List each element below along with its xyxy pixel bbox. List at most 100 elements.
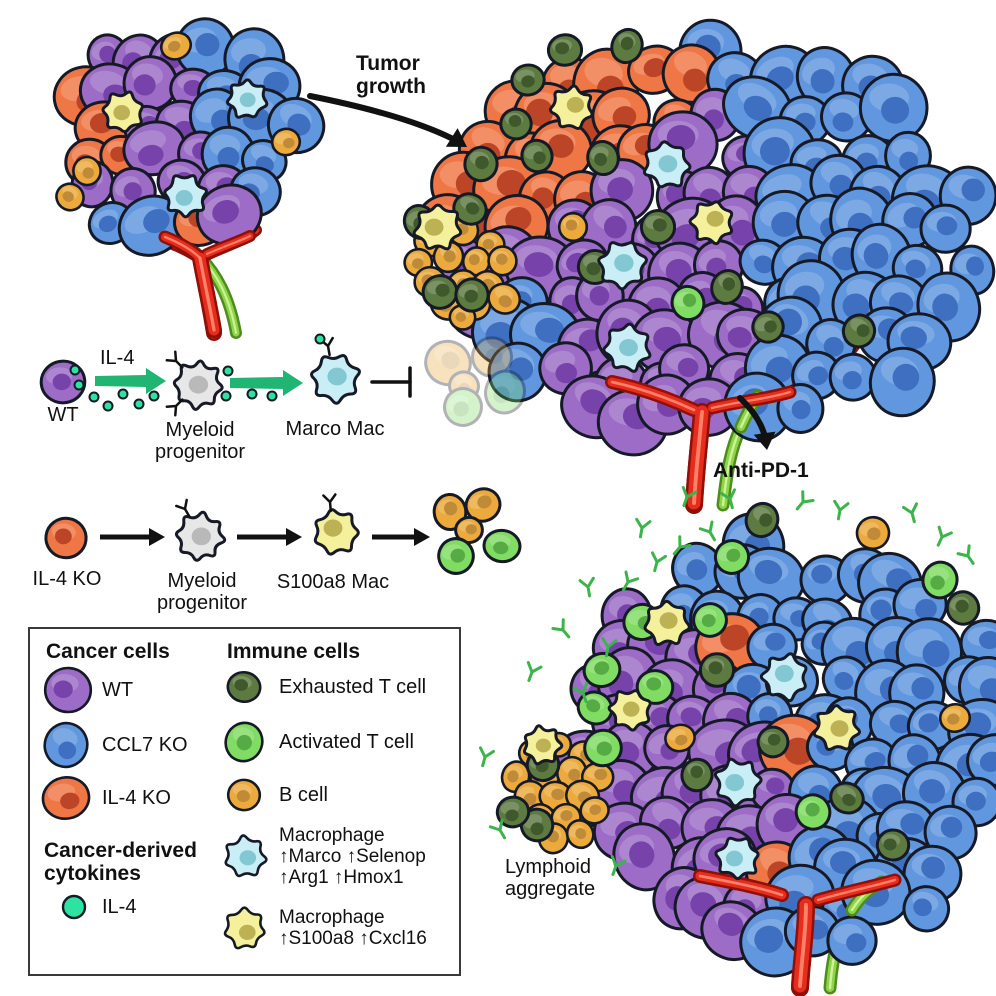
- legend-il4-icon: [61, 894, 87, 920]
- cell-ccl7: [959, 618, 996, 668]
- macrophage-s100a8-icon: [522, 724, 564, 766]
- exhausted-t-cell: [495, 795, 531, 829]
- receptor-icon: [322, 493, 337, 513]
- exhausted-t-cell: [751, 310, 785, 344]
- exhausted-t-cell: [756, 725, 790, 759]
- cell-ccl7: [174, 17, 236, 79]
- legend-exhausted-icon: [226, 670, 262, 704]
- b-cell: [487, 282, 522, 315]
- cell-ccl7: [826, 915, 878, 966]
- legend-label-macrophage-marco: Macrophage ↑Marco ↑Selenop ↑Arg1 ↑Hmox1: [279, 825, 426, 888]
- large-tumor: [402, 18, 996, 514]
- legend-title-cancer: Cancer cells: [46, 640, 170, 663]
- activated-t-cell: [794, 793, 832, 831]
- myeloid-progenitor-label-2: Myeloid progenitor: [156, 570, 248, 614]
- faded-b-cell: [448, 370, 480, 402]
- marco-mac-icon: [310, 353, 361, 405]
- antibody-icon: [551, 618, 571, 639]
- macrophage-marco-icon: [759, 652, 808, 703]
- exhausted-t-cell: [586, 139, 620, 177]
- legend-s100a8-icon: [223, 906, 266, 950]
- il4-cytokine-dot: [102, 400, 114, 412]
- exhausted-t-cell: [945, 590, 981, 626]
- s100a8-mac-label: S100a8 Mac: [276, 571, 390, 593]
- antibody-icon: [672, 535, 692, 556]
- exhausted-t-cell: [680, 757, 714, 793]
- exhausted-t-cell: [421, 274, 459, 310]
- legend-marco-icon: [224, 834, 268, 878]
- marco-mac-label: Marco Mac: [285, 418, 385, 440]
- inhibition-bar: [370, 366, 412, 398]
- exhausted-t-cell: [710, 269, 744, 305]
- receptor-icon: [165, 350, 184, 369]
- il4-cytokine-dot: [133, 398, 145, 410]
- cell-ccl7: [902, 885, 951, 933]
- cell-il4ko: [661, 43, 722, 104]
- wt-cell-label: WT: [47, 404, 79, 426]
- antibody-icon: [795, 490, 815, 511]
- il4-cytokine-dot: [69, 364, 81, 376]
- myeloid-progenitor-label-1: Myeloid progenitor: [154, 419, 246, 463]
- antibody-icon: [936, 525, 953, 547]
- legend-label-ccl7: CCL7 KO: [102, 734, 188, 756]
- il4ko-differentiation-pathway: [44, 487, 522, 575]
- cell-ccl7: [795, 46, 857, 110]
- antibody-icon: [526, 661, 543, 682]
- legend-activated-icon: [224, 721, 264, 763]
- il4-arrow-2: [230, 370, 303, 396]
- antibody-icon: [956, 544, 975, 565]
- legend-wt-icon: [43, 666, 93, 714]
- legend-label-macrophage-s100a8: Macrophage ↑S100a8 ↑Cxcl16: [279, 907, 427, 949]
- macrophage-s100a8-icon: [688, 200, 734, 246]
- treated-tumor: [478, 486, 996, 996]
- b-cell: [487, 245, 518, 277]
- legend-icons: [41, 666, 268, 950]
- antibody-icon: [601, 636, 618, 658]
- b-cell: [565, 819, 595, 850]
- cell-ccl7: [858, 72, 929, 143]
- legend-label-activated: Activated T cell: [279, 731, 414, 753]
- il4-cytokine-dot: [222, 365, 234, 377]
- myeloid-progenitor-icon: [174, 510, 227, 562]
- il4-cytokine-dot: [73, 379, 85, 391]
- exhausted-t-cell: [454, 277, 490, 313]
- myeloid-progenitor-icon: [172, 359, 224, 411]
- macrophage-marco-icon: [163, 174, 208, 219]
- b-cell: [270, 127, 302, 157]
- b-cell: [55, 182, 85, 212]
- activated-t-cell: [437, 537, 475, 575]
- legend-title-immune: Immune cells: [227, 640, 361, 663]
- cell-ccl7: [828, 352, 878, 402]
- exhausted-t-cell: [829, 781, 865, 815]
- tumor-growth-arrow: [307, 93, 467, 147]
- activated-t-cell: [482, 528, 522, 564]
- cell-wt: [612, 822, 676, 892]
- inhibited-cells: [424, 336, 526, 427]
- legend-label-bcell: B cell: [279, 784, 328, 806]
- activated-t-cell: [582, 651, 622, 689]
- legend-title-cytokines: Cancer-derived cytokines: [44, 839, 197, 886]
- il4-cytokine-dot: [266, 390, 278, 402]
- cell-ccl7: [487, 341, 548, 403]
- il4-cytokine-dot: [246, 388, 258, 400]
- antibody-icon: [622, 570, 640, 592]
- exhausted-t-cell: [744, 501, 780, 539]
- macrophage-marco-icon: [602, 322, 652, 373]
- b-cell: [464, 487, 502, 523]
- antibody-icon: [650, 551, 667, 573]
- il4-arrow-1: [95, 368, 166, 394]
- blood-vessels: [158, 230, 256, 338]
- cell-wt: [122, 55, 179, 111]
- il4-cytokine-dot: [220, 390, 232, 402]
- antibody-icon: [578, 576, 595, 598]
- exhausted-t-cell: [463, 145, 499, 183]
- exhausted-t-cell: [639, 208, 677, 246]
- exhausted-t-cell: [452, 192, 488, 226]
- antibody-icon: [478, 746, 495, 768]
- flow-arrows: [307, 93, 776, 450]
- b-cell: [664, 723, 696, 753]
- exhausted-t-cell: [875, 828, 911, 862]
- receptor-icon: [175, 498, 191, 519]
- exhausted-t-cell: [499, 107, 533, 141]
